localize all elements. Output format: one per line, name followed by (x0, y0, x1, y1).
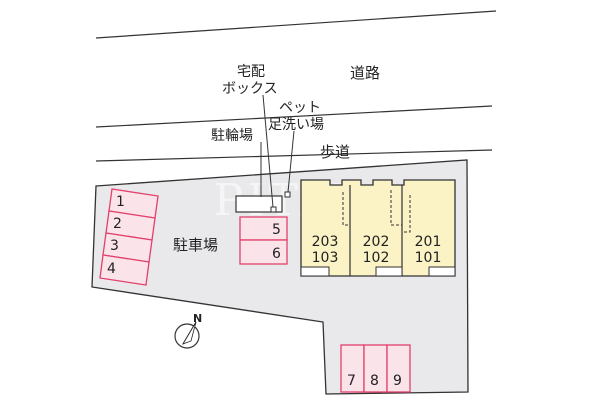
entrance-step (428, 266, 456, 277)
unit-number-lower: 102 (363, 250, 390, 266)
parking-space (386, 344, 411, 393)
car-parking-label: 駐車場 (173, 236, 218, 254)
north-arrow-tail-icon (182, 321, 197, 345)
parking-bottom-group: 7 8 9 (340, 344, 411, 393)
parking-number: 4 (107, 261, 116, 277)
road-edge-top (95, 10, 497, 39)
bicycle-parking-label: 駐輪場 (211, 127, 253, 144)
delivery-box-label-line1: 宅配 (237, 64, 265, 80)
sidewalk-label: 歩道 (320, 143, 350, 161)
unit-number-lower: 103 (312, 250, 339, 266)
parking-number: 6 (272, 246, 281, 262)
interior-dashed (390, 190, 402, 226)
building-outline (300, 179, 456, 277)
parking-left-group: 1 2 3 4 (99, 188, 159, 286)
delivery-box (270, 206, 277, 213)
parking-number: 2 (113, 216, 122, 232)
pet-wash-station (284, 191, 291, 198)
interior-dashed (342, 192, 350, 226)
leader-line-delivery (262, 94, 274, 208)
parking-number: 8 (370, 373, 379, 389)
compass: N (174, 312, 202, 349)
delivery-box-label-line2: ボックス (222, 81, 278, 97)
leader-line-pet (287, 130, 295, 193)
parking-number: 5 (272, 222, 281, 238)
unit-number-upper: 203 (312, 234, 339, 250)
entrance-step (375, 266, 403, 277)
unit-number-lower: 101 (415, 250, 442, 266)
interior-dashed (402, 195, 411, 233)
compass-ring (174, 323, 200, 349)
apartment-building: 203 103 202 102 201 101 (300, 179, 456, 277)
pet-wash-label-line1: ペット (279, 100, 321, 116)
parking-space (239, 239, 288, 265)
unit-number-upper: 202 (363, 234, 390, 250)
sidewalk-edge (95, 149, 493, 162)
parking-number: 7 (347, 373, 356, 389)
parking-space (99, 254, 150, 286)
parking-number: 1 (116, 194, 125, 210)
parking-center-group: 5 6 (239, 216, 288, 265)
road-edge-bottom (95, 105, 493, 128)
pet-wash-label-line2: 足洗い場 (268, 117, 324, 133)
parking-number: 3 (110, 238, 119, 254)
parking-number: 9 (393, 373, 402, 389)
road-label: 道路 (350, 64, 380, 82)
unit-number-upper: 201 (415, 234, 442, 250)
entrance-step (300, 266, 330, 277)
compass-north-label: N (193, 312, 202, 325)
